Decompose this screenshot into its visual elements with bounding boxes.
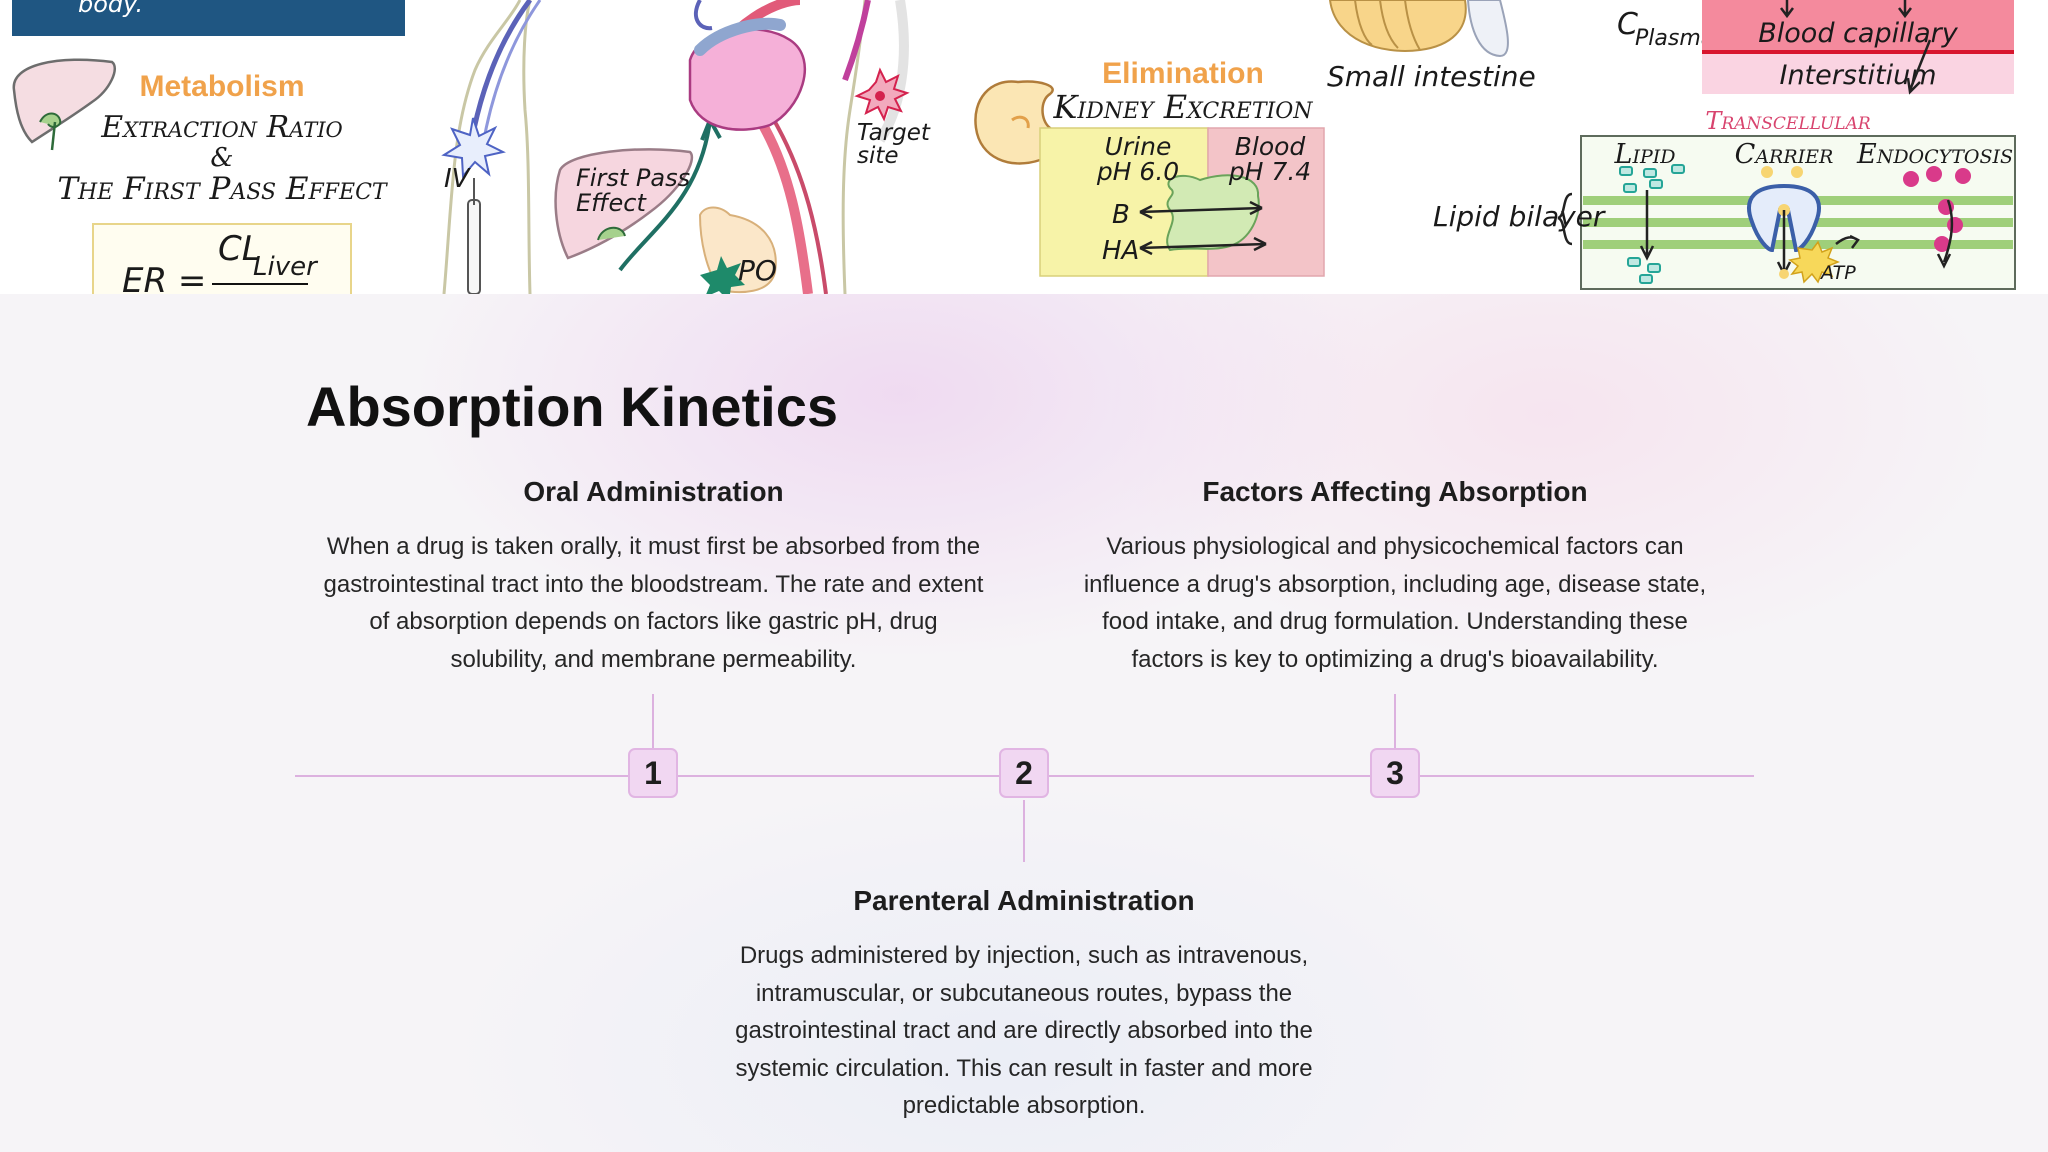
banner-text: body. [78, 0, 143, 18]
target-label-2: site [857, 143, 899, 169]
liver-icon [12, 58, 117, 151]
timeline-connector-3 [1394, 694, 1396, 750]
lipid-label: Lipid [1614, 139, 1676, 170]
endocytosis-label: Endocytosis [1856, 139, 2013, 170]
c-plasma-subscript: Plasma [1635, 26, 1714, 51]
blood-label: Blood [1235, 132, 1306, 161]
card-body: When a drug is taken orally, it must fir… [323, 533, 984, 673]
card-body: Drugs administered by injection, such as… [735, 942, 1313, 1119]
timeline-marker-3: 3 [1370, 748, 1420, 798]
blood-capillary-band [1702, 0, 2014, 52]
urine-ph: pH 6.0 [1096, 157, 1179, 186]
er-formula-box [92, 223, 352, 294]
illustration-banner: body. Metabolism Extraction Ratio & The … [0, 0, 2048, 294]
c-plasma-label: C [1617, 7, 1638, 42]
timeline-card-factors: Factors Affecting Absorption Various phy… [1065, 476, 1725, 678]
urine-label: Urine [1105, 132, 1172, 161]
er-formula-numerator: CL [218, 229, 261, 269]
absorption-kinetics-slide: Absorption Kinetics Oral Administration … [0, 294, 2048, 1152]
timeline-card-oral: Oral Administration When a drug is taken… [322, 476, 985, 678]
transcellular-label: Transcellular [1705, 107, 1871, 135]
extraction-ratio-text: Extraction Ratio [100, 110, 342, 145]
first-pass-effect-text: The First Pass Effect [57, 171, 389, 207]
po-label: PO [738, 254, 777, 287]
elimination-heading: Elimination [1102, 57, 1264, 90]
pharmacokinetics-illustration: body. Metabolism Extraction Ratio & The … [12, 0, 2016, 294]
carrier-protein [1747, 183, 1821, 253]
ha-label: HA [1102, 236, 1139, 266]
er-formula-subscript: Liver [253, 252, 319, 282]
interstitium-label: Interstitium [1779, 60, 1936, 91]
blood-capillary-label: Blood capillary [1758, 18, 1958, 49]
timeline-connector-2 [1023, 800, 1025, 862]
b-label: B [1112, 200, 1130, 230]
interstitium-band [1702, 54, 2014, 94]
card-body: Various physiological and physicochemica… [1083, 533, 1707, 673]
timeline-marker-2: 2 [999, 748, 1049, 798]
carrier-label: Carrier [1735, 139, 1834, 170]
card-heading: Factors Affecting Absorption [1202, 476, 1588, 507]
timeline-connector-1 [652, 694, 654, 750]
kidney-excretion-heading: Kidney Excretion [1053, 88, 1314, 126]
er-formula-lhs: ER = [122, 261, 206, 294]
card-heading: Oral Administration [523, 476, 784, 507]
blood-ph: pH 7.4 [1228, 157, 1311, 186]
iv-label: IV [444, 164, 472, 194]
small-intestine-label: Small intestine [1327, 60, 1536, 93]
first-pass-label-2: Effect [576, 189, 647, 217]
slide-title: Absorption Kinetics [306, 375, 839, 438]
first-pass-label-1: First Pass [576, 164, 690, 192]
lipid-bilayer-label: Lipid bilayer [1433, 200, 1606, 233]
body-circulation-diagram [441, 0, 910, 294]
timeline-marker-1: 1 [628, 748, 678, 798]
metabolism-heading: Metabolism [139, 70, 304, 103]
timeline-card-parenteral: Parenteral Administration Drugs administ… [722, 885, 1326, 1125]
lipid-molecules [1619, 164, 1685, 284]
atp-burst-icon [1788, 240, 1841, 284]
small-intestine-icon [1328, 0, 1509, 58]
target-label-1: Target [857, 120, 931, 146]
card-heading: Parenteral Administration [853, 885, 1195, 916]
top-left-banner [12, 0, 405, 36]
atp-label: ATP [1819, 262, 1856, 284]
ampersand-text: & [210, 143, 233, 173]
